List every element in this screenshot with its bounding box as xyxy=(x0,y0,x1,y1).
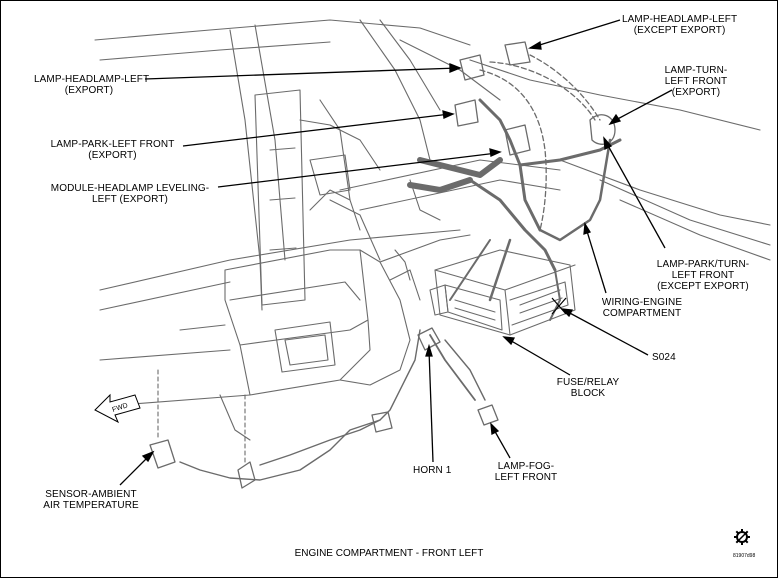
label-line: LEFT FRONT xyxy=(664,76,728,87)
label-headlamp-left-export: LAMP-HEADLAMP-LEFT (EXPORT) xyxy=(34,74,150,96)
splice-marker-icon xyxy=(551,297,567,315)
label-line: LAMP-FOG- xyxy=(497,461,555,472)
label-line: AIR TEMPERATURE xyxy=(43,500,139,511)
label-wiring-engine-compartment: WIRING-ENGINE COMPARTMENT xyxy=(596,297,688,319)
document-id: 81907d98 xyxy=(733,553,756,559)
gear-icon xyxy=(734,529,750,545)
label-line: LAMP-HEADLAMP-LEFT xyxy=(622,14,738,25)
label-line: (EXCEPT EXPORT) xyxy=(633,25,726,36)
label-module-headlamp-leveling: MODULE-HEADLAMP LEVELING- LEFT (EXPORT) xyxy=(40,183,220,205)
label-line: LAMP-PARK/TURN- xyxy=(656,259,750,270)
label-line: COMPARTMENT xyxy=(602,308,682,319)
label-line: FUSE/RELAY xyxy=(556,377,620,388)
label-line: (EXCEPT EXPORT) xyxy=(657,281,749,292)
label-line: SENSOR-AMBIENT xyxy=(45,489,137,500)
label-fuse-relay-block: FUSE/RELAY BLOCK xyxy=(553,377,623,399)
forward-arrow-label: FWD xyxy=(111,402,128,414)
label-headlamp-left-except-export: LAMP-HEADLAMP-LEFT (EXCEPT EXPORT) xyxy=(622,14,737,36)
label-splice-s024: S024 xyxy=(652,352,676,363)
label-turn-left-front: LAMP-TURN- LEFT FRONT (EXPORT) xyxy=(656,65,736,98)
label-sensor-ambient-air-temperature: SENSOR-AMBIENT AIR TEMPERATURE xyxy=(36,489,146,511)
label-line: BLOCK xyxy=(570,388,606,399)
label-fog-left-front: LAMP-FOG- LEFT FRONT xyxy=(486,461,566,483)
label-line: MODULE-HEADLAMP LEVELING- xyxy=(50,183,210,194)
label-line: LEFT (EXPORT) xyxy=(92,194,168,205)
diagram-caption: ENGINE COMPARTMENT - FRONT LEFT xyxy=(294,548,484,559)
label-park-turn-left-front: LAMP-PARK/TURN- LEFT FRONT (EXCEPT EXPOR… xyxy=(648,259,758,292)
label-horn-1: HORN 1 xyxy=(413,465,451,476)
label-line: LEFT FRONT xyxy=(671,270,735,281)
label-line: HORN 1 xyxy=(413,465,452,476)
label-line: LEFT FRONT xyxy=(494,472,558,483)
label-line: LAMP-PARK-LEFT FRONT xyxy=(50,139,175,150)
label-park-left-front: LAMP-PARK-LEFT FRONT (EXPORT) xyxy=(40,139,185,161)
label-line: WIRING-ENGINE xyxy=(601,297,683,308)
label-line: LAMP-HEADLAMP-LEFT xyxy=(34,74,150,85)
label-line: S024 xyxy=(652,352,676,363)
label-line: LAMP-TURN- xyxy=(664,65,728,76)
label-line: (EXPORT) xyxy=(64,85,114,96)
label-line: (EXPORT) xyxy=(88,150,137,161)
forward-arrow-icon xyxy=(94,393,141,424)
label-line: (EXPORT) xyxy=(671,87,721,98)
